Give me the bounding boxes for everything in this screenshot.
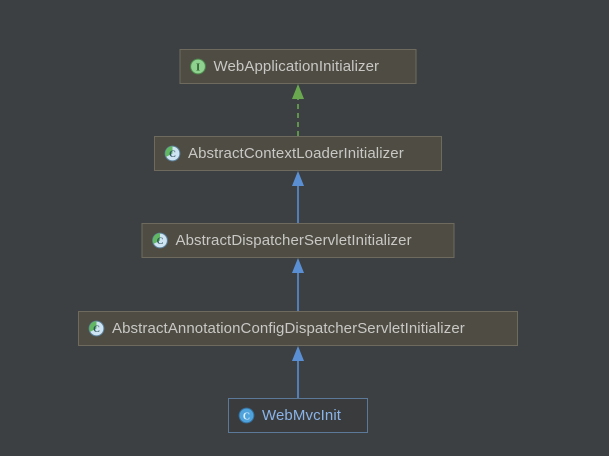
edge-extends-1-arrowhead bbox=[292, 171, 304, 186]
class-node-abstract-annotation-config-dispatcher-servlet-initializer[interactable]: C AbstractAnnotationConfigDispatcherServ… bbox=[78, 311, 518, 346]
svg-text:C: C bbox=[157, 237, 164, 247]
edge-implements-arrowhead bbox=[292, 84, 304, 99]
edge-extends-1 bbox=[292, 171, 304, 223]
class-node-abstract-dispatcher-servlet-initializer[interactable]: C AbstractDispatcherServletInitializer bbox=[141, 223, 455, 258]
svg-text:C: C bbox=[93, 325, 100, 335]
class-node-label: AbstractAnnotationConfigDispatcherServle… bbox=[112, 320, 465, 337]
abstract-class-icon: C bbox=[152, 232, 169, 249]
svg-text:C: C bbox=[243, 411, 250, 422]
interface-icon: I bbox=[190, 58, 207, 75]
edge-extends-2-arrowhead bbox=[292, 258, 304, 273]
class-node-label: WebApplicationInitializer bbox=[213, 58, 380, 75]
class-node-web-mvc-init[interactable]: C WebMvcInit bbox=[228, 398, 368, 433]
class-node-label: WebMvcInit bbox=[262, 407, 342, 424]
class-icon: C bbox=[238, 407, 255, 424]
svg-text:I: I bbox=[196, 62, 200, 73]
class-node-abstract-context-loader-initializer[interactable]: C AbstractContextLoaderInitializer bbox=[154, 136, 442, 171]
edge-implements bbox=[292, 84, 304, 136]
svg-text:C: C bbox=[169, 150, 176, 160]
abstract-class-icon: C bbox=[164, 145, 181, 162]
abstract-class-icon: C bbox=[88, 320, 105, 337]
class-node-label: AbstractDispatcherServletInitializer bbox=[175, 232, 412, 249]
class-node-label: AbstractContextLoaderInitializer bbox=[188, 145, 404, 162]
class-node-web-application-initializer[interactable]: I WebApplicationInitializer bbox=[179, 49, 417, 84]
edge-extends-2 bbox=[292, 258, 304, 311]
edge-extends-3 bbox=[292, 346, 304, 398]
edge-extends-3-arrowhead bbox=[292, 346, 304, 361]
